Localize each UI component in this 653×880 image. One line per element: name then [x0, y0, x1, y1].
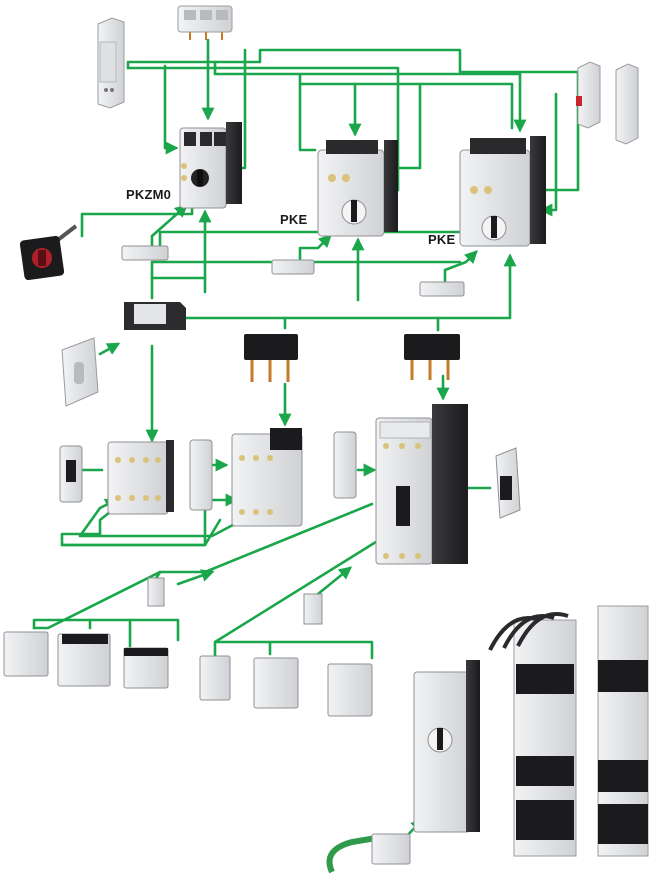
aux-contact-top-right-2[interactable]: [615, 63, 639, 145]
plug-connector-center[interactable]: [244, 334, 298, 382]
suppressor-module-1[interactable]: [147, 577, 165, 607]
aux-contact-block-5[interactable]: [253, 657, 299, 709]
busbar-adapter-2[interactable]: [597, 605, 649, 857]
contactor-dilm-medium[interactable]: [231, 428, 303, 527]
busbar-adapter-1[interactable]: [488, 612, 577, 857]
plug-connector-right[interactable]: [404, 334, 460, 380]
contactor-dilm-small[interactable]: [107, 440, 174, 515]
aux-contact-small-3[interactable]: [419, 281, 465, 297]
aux-contact-side-far-right[interactable]: [495, 447, 521, 519]
pke-center-label: PKE: [280, 212, 308, 227]
pke-motor-protective-switch-right[interactable]: [459, 136, 546, 247]
aux-contact-block-3[interactable]: [123, 647, 169, 689]
pke-right-label: PKE: [428, 232, 456, 247]
aux-contact-block-4[interactable]: [199, 655, 231, 701]
aux-contact-side-left[interactable]: [59, 445, 83, 503]
aux-contact-block-6[interactable]: [327, 663, 373, 717]
aux-contact-small-2[interactable]: [271, 259, 315, 275]
aux-contact-top-right-1[interactable]: [576, 61, 601, 129]
contactor-dilm-large[interactable]: [375, 404, 468, 565]
aux-contact-side-center[interactable]: [189, 439, 213, 511]
door-rotary-handle[interactable]: [19, 224, 78, 281]
aux-contact-small-1[interactable]: [121, 245, 169, 261]
aux-contact-block-2[interactable]: [57, 633, 111, 687]
suppressor-module-2[interactable]: [303, 593, 323, 625]
link-adapter[interactable]: [124, 302, 186, 330]
pke-motor-protective-switch-center[interactable]: [317, 140, 398, 237]
voltage-release-module[interactable]: [97, 17, 125, 109]
pkzm0-label: PKZM0: [126, 187, 172, 202]
mounting-plate[interactable]: [61, 337, 99, 407]
aux-contact-side-right[interactable]: [333, 431, 357, 499]
motor-starter-combination[interactable]: [413, 660, 480, 833]
aux-contact-block-1[interactable]: [3, 631, 49, 677]
pkzm0-motor-protective-switch[interactable]: [179, 122, 242, 209]
flat-cable-connector[interactable]: [326, 833, 411, 874]
terminal-block-top[interactable]: [177, 5, 233, 40]
